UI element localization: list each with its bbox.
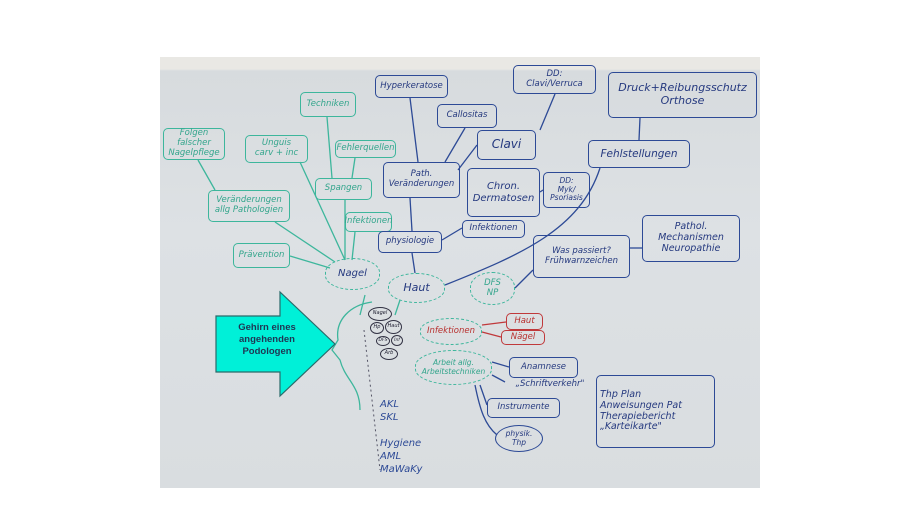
arrow-callout [215, 290, 336, 398]
whiteboard-photo [160, 57, 760, 488]
arrow-label: Gehirn eines angehenden Podologen [238, 322, 296, 357]
cloud-dfs-np: DFS NP [470, 272, 515, 305]
node-veraenderungen: Veränderungen allg Pathologien [208, 190, 290, 222]
node-physiologie: physiologie [378, 231, 442, 253]
cloud-infektionen-red: Infektionen [420, 318, 482, 345]
brain-hp: Hp [370, 322, 384, 334]
brain-inf: Inf [391, 335, 403, 346]
node-spangen: Spangen [315, 178, 372, 200]
node-callositas: Callositas [437, 104, 497, 128]
node-druck-reibungsschutz: Druck+Reibungsschutz Orthose [608, 72, 757, 118]
node-fehlerquellen: Fehlerquellen [335, 140, 396, 158]
brain-arb: Arb [380, 348, 398, 360]
node-clavi: Clavi [477, 130, 536, 160]
node-was-passiert: Was passiert? Frühwarnzeichen [533, 235, 630, 278]
node-chron-dermatosen: Chron. Dermatosen [467, 168, 540, 217]
node-dd-myk-psoriasis: DD: Myk/ Psoriasis [543, 172, 590, 208]
node-unguis: Unguis carv + inc [245, 135, 308, 163]
node-thp-plan: Thp Plan Anweisungen Pat Therapiebericht… [596, 375, 715, 448]
cloud-arbeitstechniken: Arbeit allg. Arbeitstechniken [415, 350, 492, 385]
cloud-nagel: Nagel [325, 258, 380, 290]
node-fehlstellungen: Fehlstellungen [588, 140, 690, 168]
node-hyperkeratose: Hyperkeratose [375, 75, 448, 98]
node-dd-clavi-verruca: DD: Clavi/Verruca [513, 65, 596, 94]
node-instrumente: Instrumente [487, 398, 560, 418]
list-akl-skl-hygiene: AKL SKL Hygiene AML MaWaKy [380, 399, 423, 475]
node-haut-red: Haut [506, 313, 543, 330]
node-infektionen-blue: Infektionen [462, 220, 525, 238]
node-anamnese: Anamnese [509, 357, 578, 378]
node-naegel-red: Nägel [501, 330, 545, 345]
node-schriftverkehr: „Schriftverkehr" [515, 379, 585, 390]
node-path-veraenderungen: Path. Veränderungen [383, 162, 460, 198]
node-praevention: Prävention [233, 243, 290, 268]
node-physik-thp: physik. Thp [495, 425, 543, 452]
cloud-haut: Haut [388, 273, 445, 303]
node-infektionen-teal: Infektionen [345, 212, 392, 232]
node-techniken: Techniken [300, 92, 356, 117]
brain-dfs: DFS [376, 336, 390, 346]
node-pathol-mechanismen: Pathol. Mechanismen Neuropathie [642, 215, 740, 262]
brain-haut: Haut [385, 320, 402, 334]
brain-nagel: Nagel [368, 307, 392, 321]
node-folgen-falscher-nagelpflege: Folgen falscher Nagelpflege [163, 128, 225, 160]
